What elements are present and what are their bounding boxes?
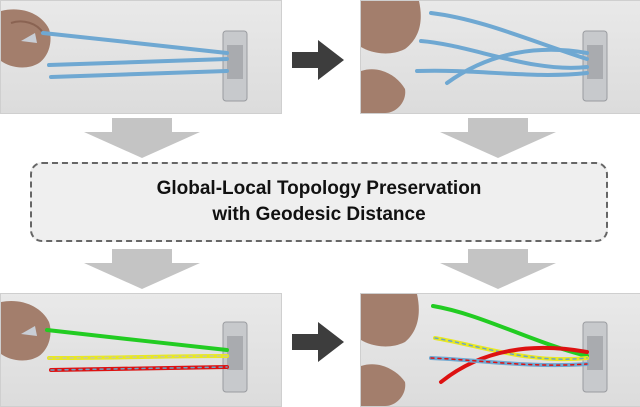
down-arrow-icon	[440, 249, 556, 289]
fixture-clamp-icon	[582, 321, 608, 393]
rope-scene-deformed	[361, 1, 608, 113]
tracked-rope-lines	[429, 304, 589, 384]
hand-icon	[1, 9, 51, 68]
fixture-clamp-icon	[222, 30, 248, 102]
photo-tracked-deformed	[360, 293, 640, 407]
photo-tracked-initial	[0, 293, 282, 407]
tracked-rope-lines	[45, 328, 229, 372]
down-arrow-icon	[84, 249, 200, 289]
rope-lines	[41, 31, 229, 79]
right-arrow-icon	[292, 40, 344, 80]
tracked-rope-scene-initial	[1, 300, 248, 393]
down-arrow-icon	[84, 118, 200, 158]
down-arrow-icon	[440, 118, 556, 158]
method-title-line2: with Geodesic Distance	[212, 204, 426, 225]
method-title-line1: Global-Local Topology Preservation	[156, 178, 482, 199]
fixture-clamp-icon	[222, 321, 248, 393]
photo-initial-state	[0, 0, 282, 114]
hand-icon	[361, 1, 421, 113]
fixture-clamp-icon	[582, 30, 608, 102]
photo-deformed-state	[360, 0, 640, 114]
rope-scene-initial	[1, 9, 248, 102]
hand-icon	[1, 300, 51, 361]
rope-lines	[415, 11, 589, 85]
hand-icon	[361, 294, 419, 406]
method-box: Global-Local Topology Preservation with …	[30, 162, 608, 242]
right-arrow-icon	[292, 322, 344, 362]
tracked-rope-scene-deformed	[361, 294, 608, 406]
